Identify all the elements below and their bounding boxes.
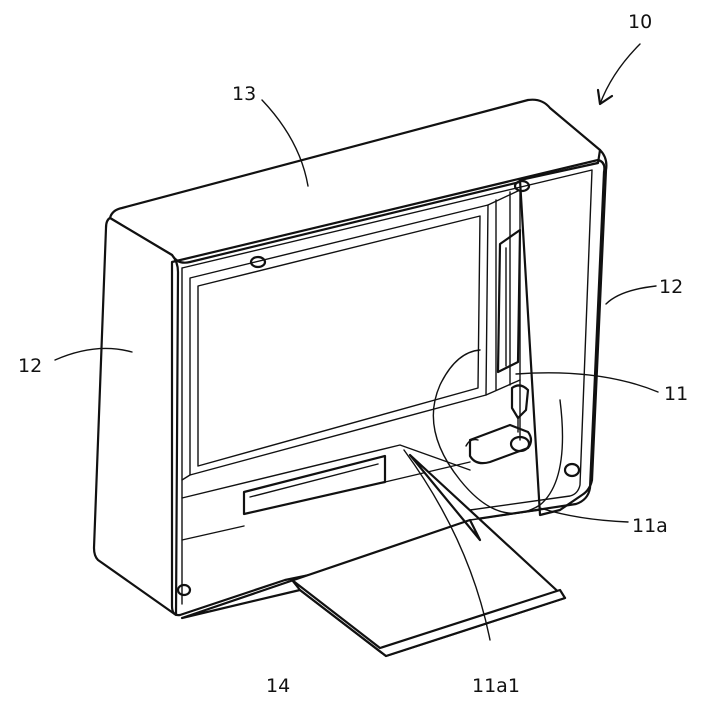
front-rim-outer [170,158,606,617]
label-12-left: 12 [18,355,42,377]
label-12-right: 12 [659,276,683,298]
box-frame [92,98,608,617]
horizontal-slot [242,454,387,516]
vertical-slot [496,228,522,374]
front-rim-inner [181,169,593,605]
detail-circle [432,349,564,514]
label-10: 10 [628,11,652,33]
inner-cavity [181,189,522,541]
label-11: 11 [664,383,688,405]
mount-clip [465,384,533,465]
label-13: 13 [232,83,256,105]
leader-lines [54,43,659,641]
reference-labels: 10 13 12 12 11 11a 14 11a1 [18,11,688,697]
label-11a: 11a [632,515,668,537]
right-side-wall [518,148,608,517]
screw-bosses [176,179,581,597]
label-14: 14 [266,675,290,697]
label-11a1: 11a1 [472,675,520,697]
left-side-wall [92,216,180,617]
